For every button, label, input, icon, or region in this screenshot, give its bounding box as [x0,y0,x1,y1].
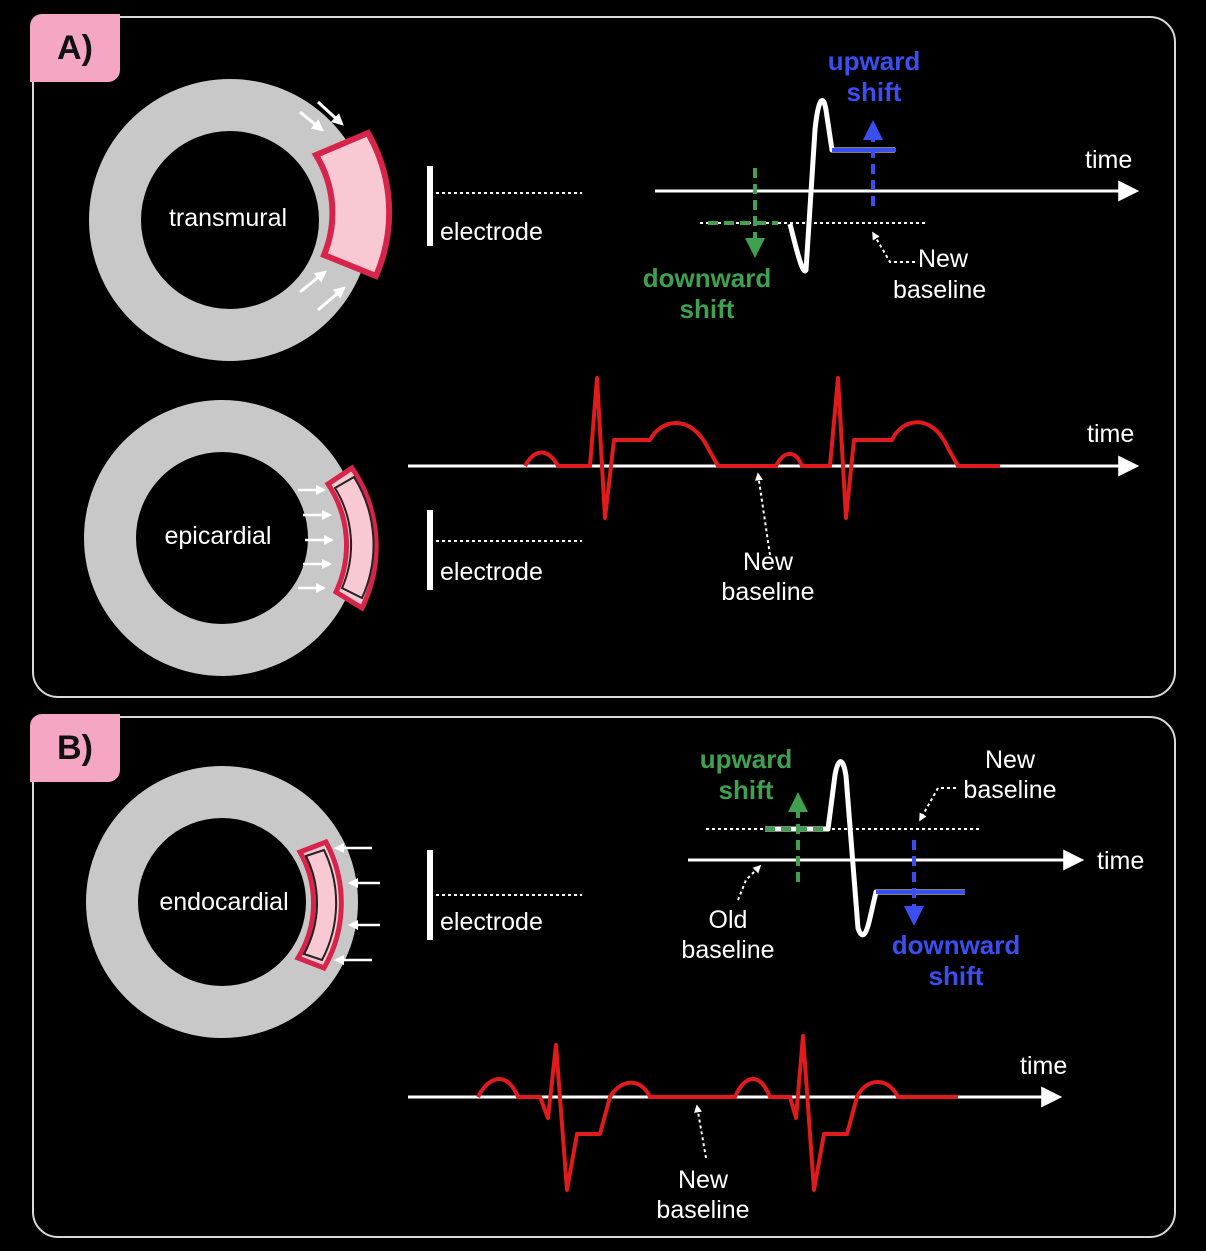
ecg-trace-transmural [787,98,895,274]
new-baseline-label-epicardial-line1: New [743,548,794,576]
new-baseline-label-transmural-line1: New [918,245,969,273]
time-label-transmural: time [1085,146,1132,174]
ring-label-epicardial: epicardial [164,522,271,550]
panel-b-tab: B) [30,714,120,782]
electrode-label-epicardial: electrode [440,558,543,586]
ring-label-transmural: transmural [169,204,287,232]
time-label-endocardial-bottom: time [1020,1052,1067,1080]
downward-shift-label-transmural-line2: shift [680,294,735,324]
new-baseline-top-label-endocardial-line2: baseline [963,776,1056,804]
ring-label-endocardial: endocardial [159,888,288,916]
upward-shift-label-endocardial-line1: upward [700,744,792,774]
new-baseline-bottom-label-endocardial-line2: baseline [656,1196,749,1224]
new-baseline-top-label-endocardial-line1: New [985,746,1036,774]
electrode-label-endocardial: electrode [440,908,543,936]
injury-arrows-endocardial [334,843,380,965]
injury-arrows-epicardial [298,485,334,593]
ecg-trace-endocardial [765,759,965,938]
new-baseline-bottom-label-endocardial-line1: New [678,1166,729,1194]
time-label-endocardial: time [1097,847,1144,875]
upward-shift-label-transmural-line2: shift [847,77,902,107]
upward-shift-label-transmural-line1: upward [828,46,920,76]
new-baseline-label-epicardial-line2: baseline [721,578,814,606]
new-baseline-pointer-endocardial-top [919,787,956,822]
injury-arrows-transmural [299,100,346,312]
downward-shift-label-transmural-line1: downward [643,263,772,293]
downward-shift-label-endocardial-line2: shift [929,961,984,991]
time-label-epicardial: time [1087,420,1134,448]
ring-epicardial [84,400,360,676]
old-baseline-pointer-endocardial [737,864,762,901]
electrode-label-transmural: electrode [440,218,543,246]
ecg-trace-epicardial [523,376,1000,520]
ecg-trace-endocardial-bottom [476,1034,958,1192]
new-baseline-pointer-endocardial-bottom [694,1104,707,1159]
old-baseline-label-endocardial-line2: baseline [681,936,774,964]
new-baseline-pointer-epicardial [754,472,771,556]
endocardial-group: endocardial electrode time upward shift … [86,744,1144,1224]
injury-zone-inner-epicardial [333,475,375,600]
old-baseline-label-endocardial-line1: Old [709,906,748,934]
new-baseline-pointer-transmural [872,231,915,263]
panel-a-tab: A) [30,14,120,82]
epicardial-group: epicardial electrode time New baseline [84,376,1140,676]
new-baseline-label-transmural-line2: baseline [893,276,986,304]
injury-zone-inner-endocardial [302,848,338,962]
transmural-group: transmural electrode time upward shift d… [89,46,1140,361]
upward-shift-label-endocardial-line2: shift [719,775,774,805]
downward-shift-label-endocardial-line1: downward [892,930,1021,960]
injury-zone-transmural [311,129,393,280]
